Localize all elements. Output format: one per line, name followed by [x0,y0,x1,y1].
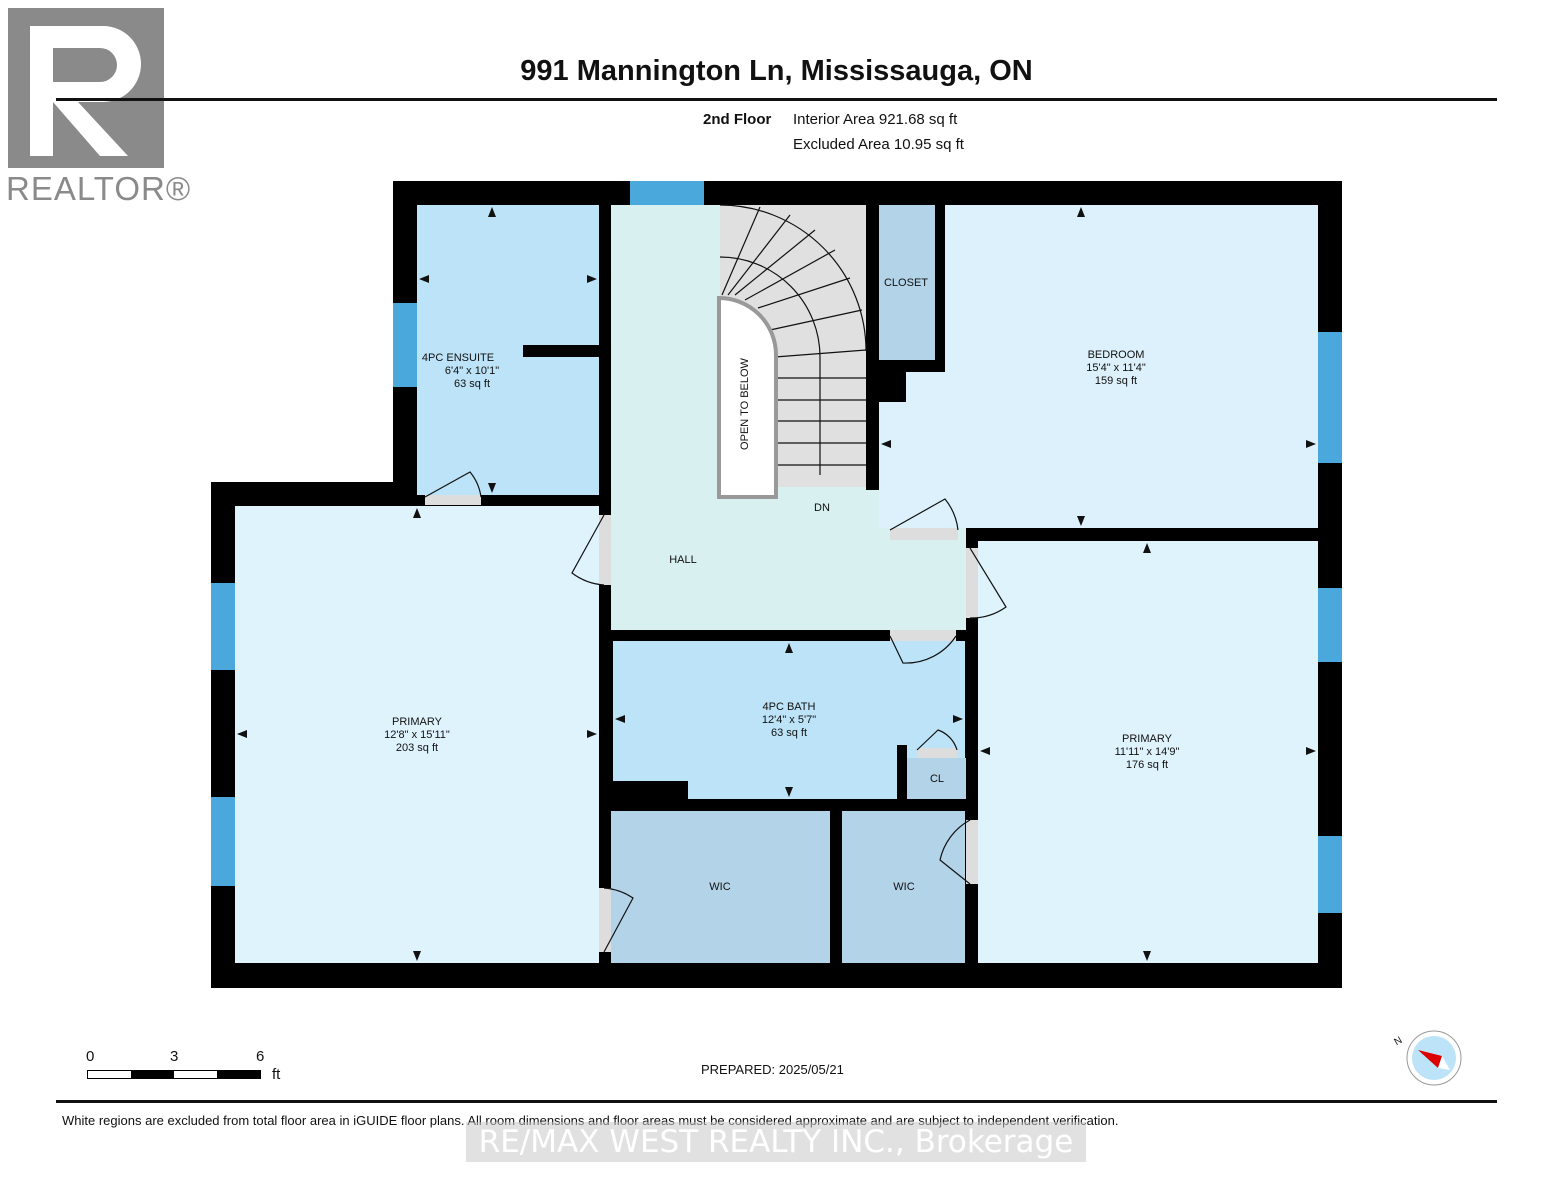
scale-tick-6: 6 [256,1048,265,1065]
bath-dims: 12'4" x 5'7" [762,714,816,726]
scale-bar [87,1070,261,1079]
header-divider [56,98,1497,101]
bedroom-area: 159 sq ft [1095,375,1137,387]
open-to-below-area [717,295,778,499]
doors [424,471,1007,953]
excluded-area: Excluded Area 10.95 sq ft [793,136,964,153]
ensuite-dims: 6'4" x 10'1" [445,365,499,377]
footer-divider [56,1100,1497,1103]
primary-left-name: PRIMARY [392,716,443,728]
compass-north-label: N [1393,1035,1405,1048]
primary-right-area: 176 sq ft [1126,759,1168,771]
primary-right-dims: 11'11" x 14'9" [1115,746,1180,758]
scale-tick-3: 3 [170,1048,179,1065]
ensuite-name: 4PC ENSUITE [422,352,494,364]
bath-area: 63 sq ft [771,727,807,739]
dn-label: DN [814,502,830,514]
room-bedroom [879,205,1318,528]
room-cl [907,758,966,799]
room-wic-1 [611,811,830,963]
prepared-date: PREPARED: 2025/05/21 [701,1062,844,1077]
cl-label: CL [930,773,944,785]
open-to-below-label: OPEN TO BELOW [739,357,751,450]
primary-right-name: PRIMARY [1122,733,1173,745]
stair-treads [719,204,867,475]
scale-unit: ft [272,1066,281,1083]
ensuite-area: 63 sq ft [454,378,490,390]
brokerage-watermark: RE/MAX WEST REALTY INC., Brokerage [466,1122,1086,1162]
interior-area: Interior Area 921.68 sq ft [793,111,958,128]
primary-left-area: 203 sq ft [396,742,438,754]
room-wic-2 [842,811,965,963]
floor-name: 2nd Floor [703,111,772,128]
compass-icon: N [1393,1030,1462,1086]
floor-plan: 4PC ENSUITE 6'4" x 10'1" 63 sq ft CLOSET… [211,181,1342,988]
closet-label: CLOSET [884,277,928,289]
room-primary-left [235,506,599,963]
realtor-logo-text: REALTOR® [6,170,192,207]
interior-wall [523,345,599,357]
wic-1-label: WIC [709,881,730,893]
bedroom-name: BEDROOM [1088,349,1145,361]
scale-tick-0: 0 [86,1048,95,1065]
wic-2-label: WIC [893,881,914,893]
room-closet [879,205,935,360]
hall-label: HALL [669,554,697,566]
windows [211,181,1342,913]
bath-name: 4PC BATH [763,701,816,713]
page-title: 991 Mannington Ln, Mississauga, ON [520,55,1033,87]
primary-left-dims: 12'8" x 15'11" [384,729,450,741]
dimension-arrows [237,207,1316,961]
bedroom-dims: 15'4" x 11'4" [1086,362,1146,374]
room-primary-right [978,541,1318,963]
realtor-logo [8,8,164,168]
